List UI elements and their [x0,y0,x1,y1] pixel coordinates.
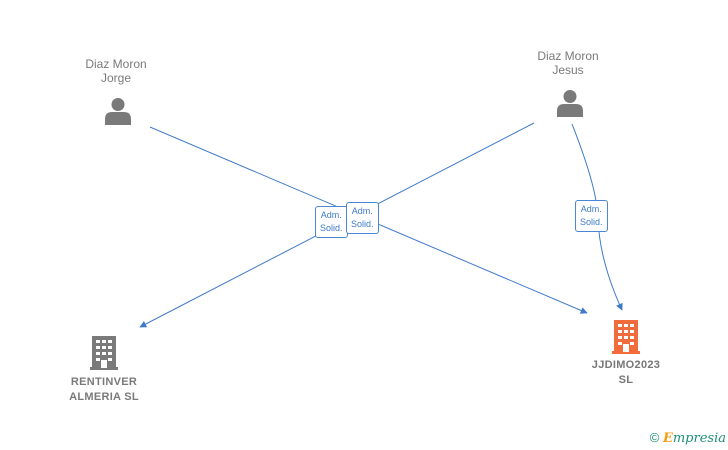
edge-label-line2: Solid. [351,219,374,229]
node-name-line2: SL [618,374,634,386]
node-name-line1: Diaz Moron [85,57,147,71]
node-name-line1: Diaz Moron [537,49,599,63]
person-icon [557,90,583,117]
brand-footer[interactable]: © Empresia [650,430,726,446]
node-company-jjdimo[interactable]: JJDIMO2023 SL [576,358,676,388]
edge-label-line2: Solid. [320,223,343,233]
edge-label-line1: Adm. [320,210,342,220]
node-name-line1: RENTINVER [70,376,138,388]
building-icon-highlight [612,320,640,354]
node-person-jesus[interactable]: Diaz Moron Jesus [518,49,618,77]
edge-label[interactable]: Adm. Solid. [315,206,348,238]
node-name-line2: ALMERIA SL [69,391,139,403]
brand-logo: Empresia [662,431,726,446]
edge-label[interactable]: Adm. Solid. [575,200,608,232]
edge-label-line1: Adm. [580,204,602,214]
edge-label-line1: Adm. [351,206,373,216]
building-icon [90,336,118,370]
node-person-jorge[interactable]: Diaz Moron Jorge [66,57,166,85]
node-company-rentinver[interactable]: RENTINVER ALMERIA SL [52,375,156,405]
node-name-line2: Jorge [100,71,132,85]
copyright-icon: © [649,430,660,445]
edge-label[interactable]: Adm. Solid. [346,202,379,234]
person-icon [105,98,131,125]
node-name-line1: JJDIMO2023 [591,359,661,371]
edge-label-line2: Solid. [580,217,603,227]
node-name-line2: Jesus [552,63,584,77]
